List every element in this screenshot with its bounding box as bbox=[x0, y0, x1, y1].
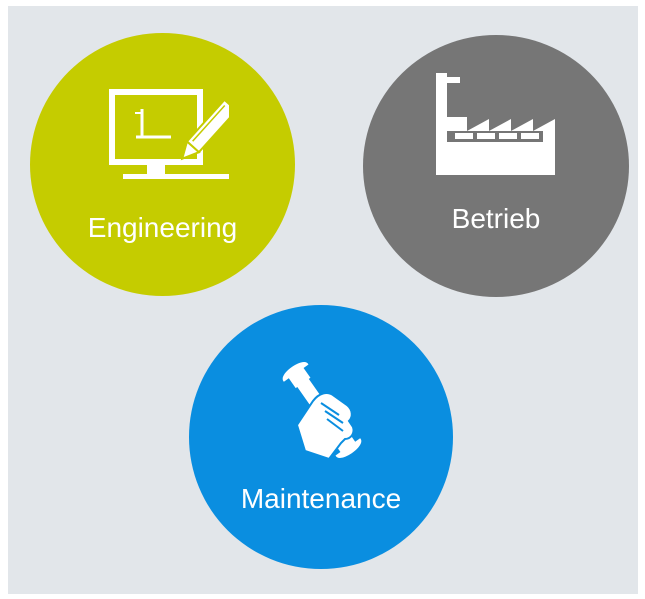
maintenance-label: Maintenance bbox=[240, 483, 402, 514]
engineering-circle: Engineering bbox=[30, 33, 295, 296]
monitor-pen-icon bbox=[109, 89, 229, 179]
hand-wrench-icon bbox=[282, 362, 362, 461]
factory-icon bbox=[436, 73, 555, 175]
maintenance-circle: Maintenance bbox=[189, 305, 453, 569]
betrieb-label: Betrieb bbox=[451, 203, 541, 234]
betrieb-circle: Betrieb bbox=[363, 35, 629, 297]
engineering-label: Engineering bbox=[87, 212, 238, 243]
